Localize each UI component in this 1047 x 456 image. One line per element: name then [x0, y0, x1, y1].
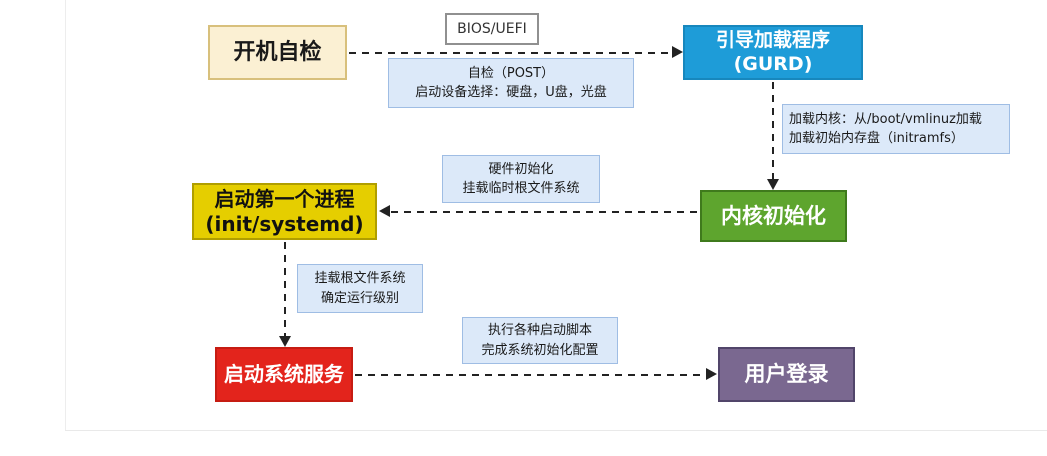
annotation-line2: 挂载临时根文件系统 — [462, 181, 580, 196]
annotation-line1: 挂载根文件系统 — [314, 271, 406, 286]
node-label-line1: 引导加载程序 — [715, 28, 830, 51]
node-label: 开机自检 — [233, 39, 322, 65]
label-text: BIOS/UEFI — [457, 21, 527, 37]
node-user-login: 用户登录 — [718, 347, 855, 402]
annotation-line2: 启动设备选择：硬盘，U盘，光盘 — [415, 85, 607, 100]
annotation-line1: 硬件初始化 — [488, 161, 554, 177]
annotation-line1: 执行各种启动脚本 — [487, 323, 592, 338]
node-label: 启动系统服务 — [224, 362, 344, 386]
node-label: 用户登录 — [744, 362, 829, 387]
annotation-mount-root: 挂载根文件系统 确定运行级别 — [297, 264, 423, 313]
annotation-line2: 加载初始内存盘（initramfs） — [789, 131, 964, 146]
annotation-line1: 加载内核：从/boot/vmlinuz加载 — [789, 111, 982, 127]
arrow-left-icon — [379, 205, 390, 217]
annotation-hardware-init: 硬件初始化 挂载临时根文件系统 — [442, 155, 600, 203]
annotation-post-details: 自检（POST） 启动设备选择：硬盘，U盘，光盘 — [388, 58, 634, 108]
page-bottom-edge — [65, 430, 1047, 431]
node-label-line2: (init/systemd) — [205, 211, 364, 236]
connector-services-to-login — [355, 374, 706, 376]
bios-uefi-label: BIOS/UEFI — [445, 13, 539, 45]
node-first-process: 启动第一个进程 (init/systemd) — [192, 183, 377, 240]
arrow-right-icon — [672, 46, 683, 58]
annotation-line2: 完成系统初始化配置 — [481, 342, 599, 358]
node-label-line2: (GURD) — [733, 52, 813, 75]
annotation-line2: 确定运行级别 — [320, 290, 399, 306]
node-label-line1: 启动第一个进程 — [214, 186, 355, 211]
node-bootloader: 引导加载程序 (GURD) — [683, 25, 863, 80]
connector-post-to-bootloader — [349, 52, 673, 54]
node-power-on-self-test: 开机自检 — [208, 25, 347, 80]
arrow-right-icon — [706, 368, 717, 380]
annotation-kernel-load: 加载内核：从/boot/vmlinuz加载 加载初始内存盘（initramfs） — [782, 104, 1010, 154]
arrow-down-icon — [279, 336, 291, 347]
node-label: 内核初始化 — [721, 203, 826, 228]
arrow-down-icon — [767, 179, 779, 190]
connector-bootloader-to-kernel — [772, 82, 774, 179]
annotation-startup-scripts: 执行各种启动脚本 完成系统初始化配置 — [462, 317, 618, 364]
node-kernel-init: 内核初始化 — [700, 190, 847, 242]
node-start-services: 启动系统服务 — [215, 347, 353, 402]
page-left-edge — [65, 0, 66, 430]
connector-kernel-to-first-process — [391, 211, 700, 213]
connector-first-process-to-services — [284, 242, 286, 336]
annotation-line1: 自检（POST） — [467, 65, 555, 81]
